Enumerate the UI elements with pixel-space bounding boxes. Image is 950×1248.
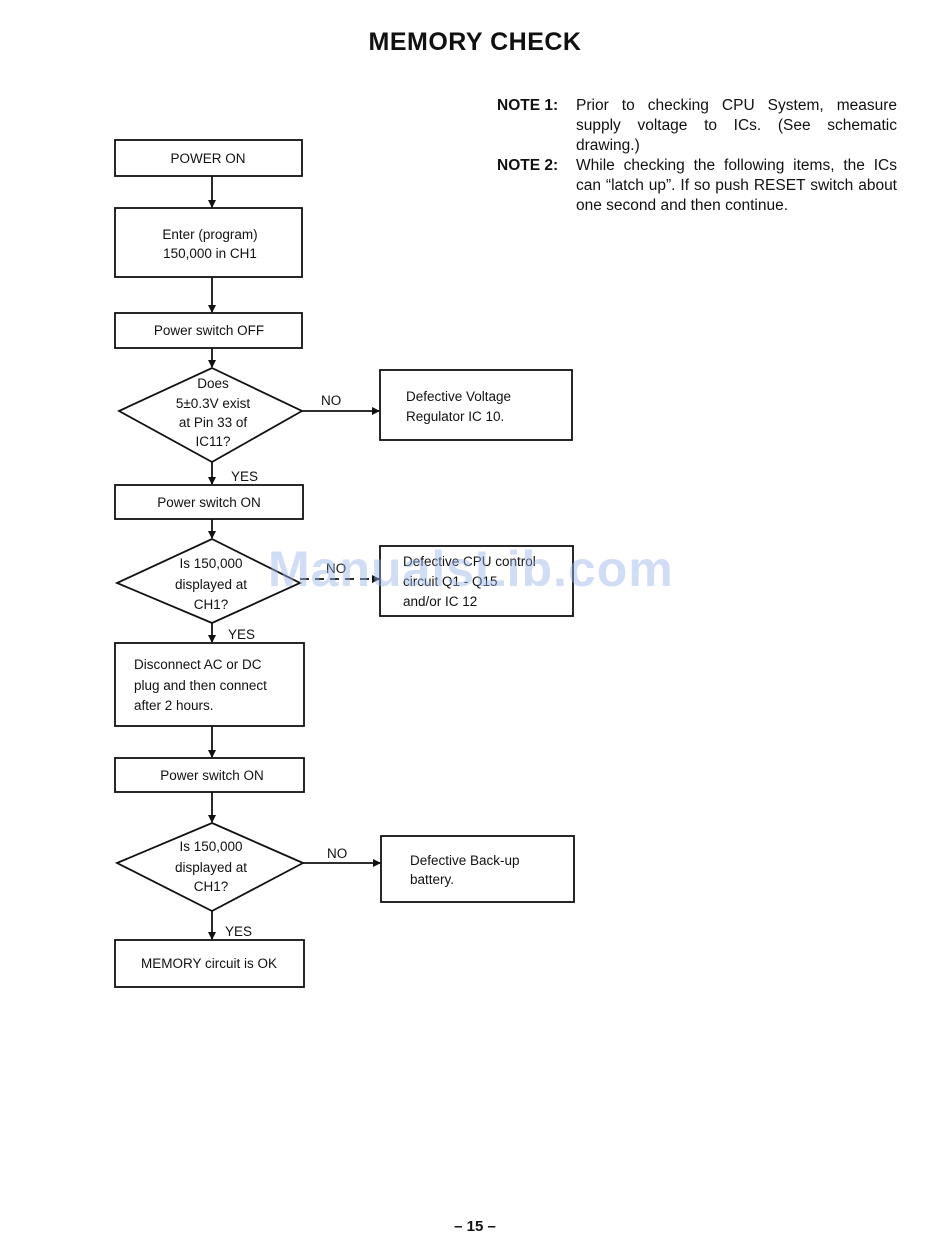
defective-regulator-line-2: Regulator IC 10. (406, 409, 504, 424)
voltage-decision-line-2: 5±0.3V exist (176, 396, 250, 411)
disconnect-line-2: plug and then connect (134, 678, 267, 693)
defective-battery-line-1: Defective Back-up (410, 853, 520, 868)
memory-ok-box (114, 939, 305, 988)
yes-label-3: YES (225, 924, 252, 939)
yes-label-1: YES (231, 469, 258, 484)
defective-cpu-box (379, 545, 574, 617)
voltage-decision-line-3: at Pin 33 of (179, 415, 248, 430)
yes-label-2: YES (228, 627, 255, 642)
note-2-text: While checking the following items, the … (576, 157, 897, 214)
disconnect-line-1: Disconnect AC or DC (134, 657, 262, 672)
display-decision-1-line-1: Is 150,000 (179, 556, 242, 571)
defective-battery-line-2: battery. (410, 872, 454, 887)
defective-cpu-line-1: Defective CPU control (403, 554, 536, 569)
disconnect-line-3: after 2 hours. (134, 698, 214, 713)
no-label-2: NO (326, 561, 346, 576)
display-decision-2-line-1: Is 150,000 (179, 839, 242, 854)
note-1-label: NOTE 1: (497, 97, 559, 114)
power-on-switch-1-text: Power switch ON (157, 495, 261, 510)
power-on-switch-2-text: Power switch ON (160, 768, 264, 783)
power-off-box (114, 312, 303, 349)
display-decision-2-line-3: CH1? (194, 879, 229, 894)
page-title: MEMORY CHECK (368, 28, 582, 56)
watermark: ManualsLib.com (268, 541, 674, 597)
note-2-label: NOTE 2: (497, 157, 559, 174)
no-label-1: NO (321, 393, 341, 408)
note-2: NOTE 2: While checking the following ite… (497, 156, 897, 216)
display-decision-2-line-2: displayed at (175, 860, 247, 875)
no-label-3: NO (327, 846, 347, 861)
display-decision-1-line-3: CH1? (194, 597, 229, 612)
voltage-decision-line-1: Does (197, 376, 229, 391)
enter-program-line-1: Enter (program) (162, 227, 257, 242)
power-on-text: POWER ON (170, 151, 245, 166)
voltage-decision-line-4: IC11? (195, 434, 230, 449)
defective-cpu-line-3: and/or IC 12 (403, 594, 477, 609)
defective-battery-box (380, 835, 575, 903)
page-number: – 15 – (454, 1218, 496, 1235)
power-on-box (114, 139, 303, 177)
enter-program-box (114, 207, 303, 278)
power-on-switch-1-box (114, 484, 304, 520)
enter-program-line-2: 150,000 in CH1 (163, 246, 257, 261)
note-1: NOTE 1: Prior to checking CPU System, me… (497, 96, 897, 156)
defective-regulator-line-1: Defective Voltage (406, 389, 511, 404)
disconnect-box (114, 642, 305, 727)
notes: NOTE 1: Prior to checking CPU System, me… (497, 96, 897, 216)
defective-regulator-box (379, 369, 573, 441)
defective-cpu-line-2: circuit Q1 - Q15 (403, 574, 498, 589)
display-decision-1-line-2: displayed at (175, 577, 247, 592)
power-on-switch-2-box (114, 757, 305, 793)
memory-ok-text: MEMORY circuit is OK (141, 956, 277, 971)
power-off-text: Power switch OFF (154, 323, 264, 338)
note-1-text: Prior to checking CPU System, measure su… (576, 97, 897, 154)
